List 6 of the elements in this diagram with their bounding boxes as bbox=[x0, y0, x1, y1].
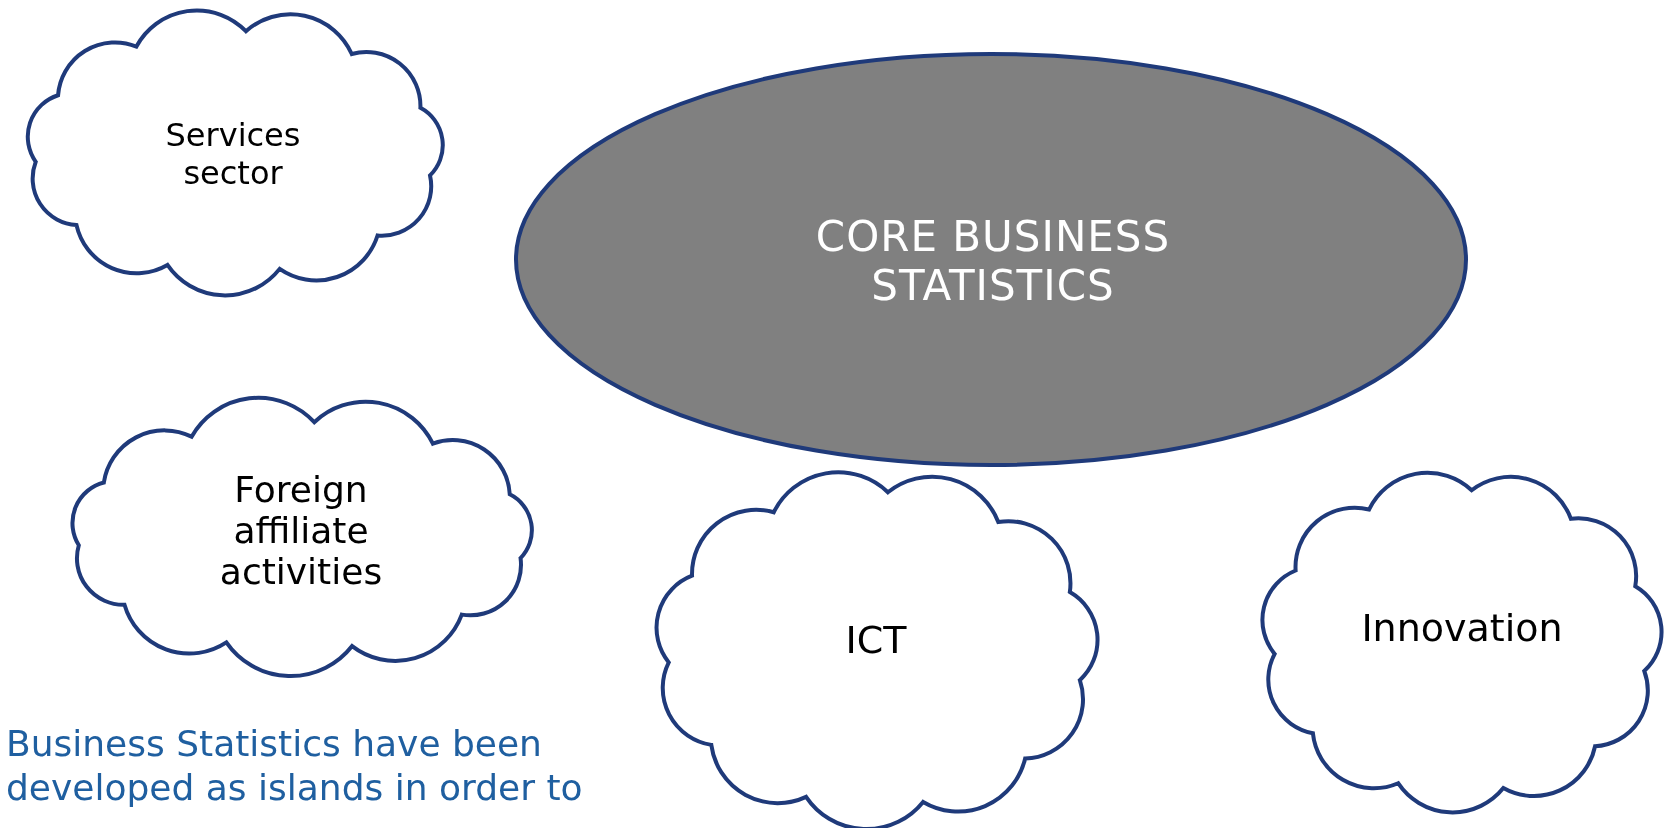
node-label: Foreign affiliate activities bbox=[218, 468, 384, 592]
node-label: ICT bbox=[845, 618, 907, 662]
node-label: Services sector bbox=[164, 116, 302, 192]
node-label: CORE BUSINESS STATISTICS bbox=[814, 212, 1172, 310]
node-label: Innovation bbox=[1361, 606, 1563, 650]
note-text: Business Statistics have been developed as islands in order to bbox=[6, 722, 584, 810]
